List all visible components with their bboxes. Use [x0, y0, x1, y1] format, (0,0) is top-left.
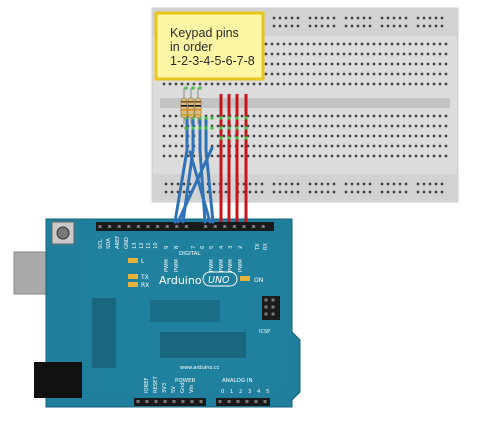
pwm-label: PWM: [174, 259, 180, 272]
connected-hole: [235, 136, 239, 140]
power-label: POWER: [175, 378, 196, 384]
connected-hole: [204, 116, 208, 120]
connected-hole: [219, 116, 223, 120]
led-tx: [128, 274, 138, 279]
led-on: [240, 276, 250, 281]
connected-hole: [235, 116, 239, 120]
top-pin-label: 9: [164, 246, 170, 249]
power-header: [134, 398, 206, 406]
pwm-label: PWM: [209, 259, 215, 272]
icsp-label: ICSP: [259, 329, 270, 335]
breadboard-channel: [160, 98, 450, 108]
led-l-label: L: [141, 258, 145, 265]
resistor: [187, 97, 195, 119]
connected-hole: [191, 86, 195, 90]
power-pin-label: RESET: [153, 376, 159, 393]
top-pin-label: 6: [200, 246, 206, 249]
connected-hole: [198, 126, 202, 130]
pwm-label: PWM: [228, 259, 234, 272]
analog-header: [216, 398, 270, 406]
power-jack: [34, 362, 82, 398]
note-callout: Keypad pins in order 1-2-3-4-5-6-7-8: [154, 11, 265, 81]
connected-hole: [210, 126, 214, 130]
top-pin-label: AREF: [115, 236, 121, 249]
top-pin-label: 7: [191, 246, 197, 249]
uno-logo: [202, 271, 238, 287]
top-pin-label: 4: [219, 245, 225, 249]
power-pin-label: 3V3: [162, 383, 168, 393]
connected-hole: [235, 126, 239, 130]
power-pin-label: IOREF: [144, 378, 150, 393]
blue-wire: [188, 150, 212, 224]
note-line-3: 1-2-3-4-5-6-7-8: [170, 54, 255, 68]
connected-hole: [191, 126, 195, 130]
led-rx: [128, 282, 138, 287]
note-box: [154, 11, 265, 81]
analog-pin-label: 4: [257, 389, 261, 395]
top-pin-label: 2: [238, 246, 244, 249]
top-pin-label: SCL: [98, 239, 104, 249]
top-pin-label: 5: [209, 246, 215, 249]
connected-hole: [227, 126, 231, 130]
analog-label: ANALOG IN: [222, 378, 253, 384]
connected-hole: [244, 136, 248, 140]
analog-pin-label: 3: [248, 389, 251, 395]
blue-wire: [176, 146, 214, 224]
brand-label: Arduino: [159, 274, 202, 287]
pwm-label: PWM: [238, 259, 244, 272]
top-pin-label: 10: [153, 242, 159, 249]
connected-hole: [184, 86, 188, 90]
connected-hole: [227, 116, 231, 120]
analog-pin-label: 1: [230, 389, 233, 395]
top-pin-label: 12: [139, 242, 145, 249]
pwm-label: PWM: [219, 259, 225, 272]
resistor: [194, 97, 202, 119]
connected-hole: [244, 126, 248, 130]
top-pin-label: 3: [228, 246, 234, 249]
power-pin-label: 5V: [171, 386, 177, 393]
rx-pin-label: RX: [263, 243, 269, 250]
pwm-label: PWM: [164, 259, 170, 272]
led-tx-label: TX: [140, 274, 149, 281]
connected-hole: [244, 116, 248, 120]
digital-label: DIGITAL: [179, 251, 201, 257]
top-pin-label: 8: [174, 246, 180, 249]
resistors: [180, 88, 202, 124]
note-line-1: Keypad pins: [170, 26, 239, 40]
top-pin-label: 11: [146, 242, 152, 249]
connected-hole: [204, 126, 208, 130]
note-line-2: in order: [170, 40, 212, 54]
top-pin-label: GND: [124, 237, 130, 249]
on-label: ON: [254, 277, 263, 284]
led-rx-label: RX: [141, 282, 149, 289]
chip-area: [150, 300, 220, 322]
top-pin-label: SDA: [106, 238, 112, 249]
model-label: UNO: [208, 275, 230, 286]
connected-hole: [210, 116, 214, 120]
led-l: [128, 258, 138, 263]
tx-pin-label: TX: [255, 243, 261, 251]
website-label: www.arduino.cc: [180, 365, 220, 371]
connected-hole: [198, 86, 202, 90]
usb-chip-area: [92, 298, 116, 368]
microcontroller: [160, 332, 246, 358]
analog-pin-label: 5: [266, 389, 269, 395]
power-pin-label: Gnd: [180, 382, 186, 393]
connected-hole: [227, 136, 231, 140]
connected-hole: [184, 126, 188, 130]
power-pin-label: Vin: [189, 385, 195, 393]
wires: [173, 86, 248, 224]
top-pin-label: 13: [132, 242, 138, 249]
resistor: [180, 97, 188, 119]
connected-hole: [219, 126, 223, 130]
analog-pin-label: 0: [221, 389, 224, 395]
connected-hole: [219, 136, 223, 140]
analog-pin-label: 2: [239, 389, 242, 395]
